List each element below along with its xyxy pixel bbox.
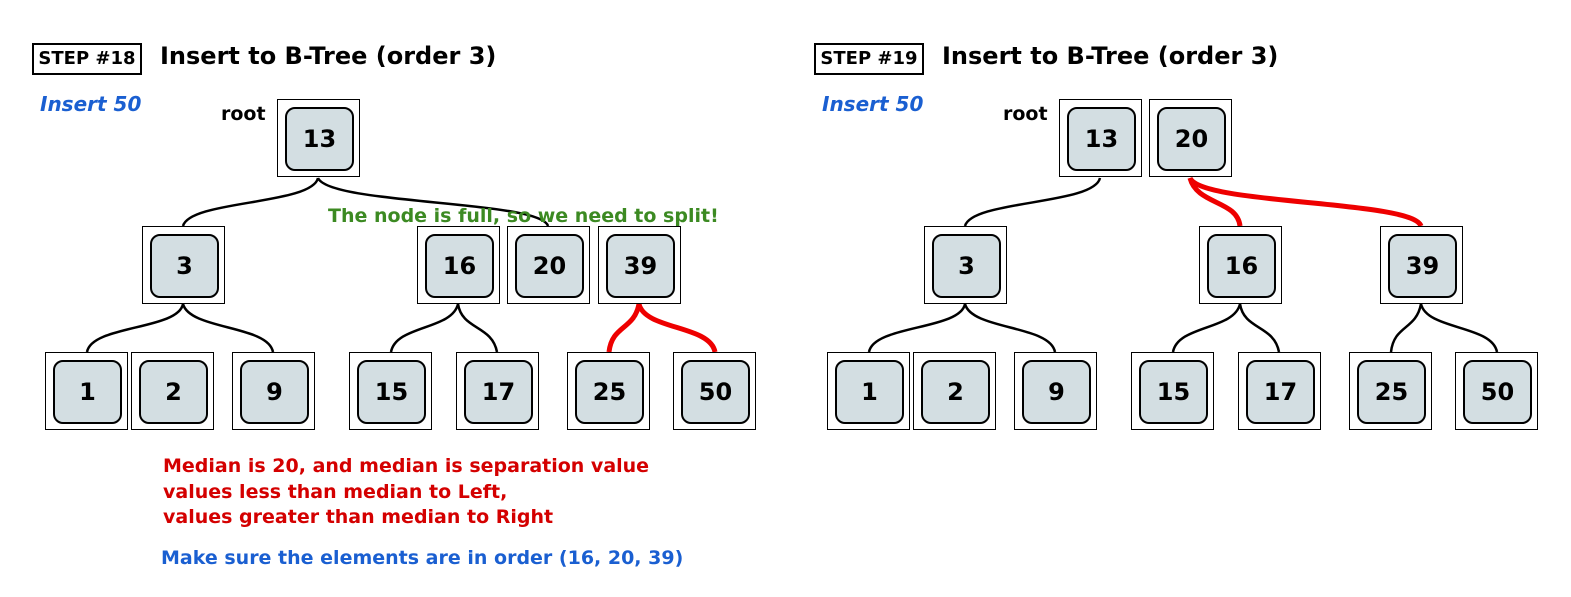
node-key: 39	[606, 234, 675, 298]
node-key: 20	[1157, 107, 1226, 171]
leaf-node: 25	[567, 352, 650, 430]
node-key: 9	[1022, 360, 1091, 424]
leaf-node: 1	[45, 352, 128, 430]
node-key: 2	[139, 360, 208, 424]
edge-3-to-1	[85, 303, 185, 353]
internal-node: 39	[1380, 226, 1463, 304]
panel-step-18: STEP #18 Insert to B-Tree (order 3) Inse…	[0, 0, 785, 597]
order-note: Make sure the elements are in order (16,…	[161, 547, 684, 569]
insert-operation: Insert 50	[40, 92, 142, 116]
edge-16-to-15	[1171, 303, 1242, 353]
node-key: 13	[285, 107, 354, 171]
edge-root-to-3	[181, 177, 320, 227]
edge-20-to-39	[1187, 176, 1424, 228]
edge-3-to-9	[963, 303, 1057, 353]
leaf-node: 15	[1131, 352, 1214, 430]
leaf-node: 15	[349, 352, 432, 430]
edge-13-to-3	[963, 177, 1102, 227]
edge-16-to-17	[1238, 303, 1281, 353]
leaf-node: 25	[1349, 352, 1432, 430]
node-key: 16	[425, 234, 494, 298]
edge-3-to-9	[181, 303, 275, 353]
node-key: 15	[357, 360, 426, 424]
node-key: 13	[1067, 107, 1136, 171]
step-label: STEP #19	[814, 43, 924, 75]
root-node: 13	[277, 99, 360, 177]
root-node: 20	[1149, 99, 1232, 177]
leaf-node: 9	[232, 352, 315, 430]
internal-node: 3	[924, 226, 1007, 304]
node-key: 3	[150, 234, 219, 298]
edge-39-to-50	[636, 303, 718, 353]
edge-16-to-15	[389, 303, 460, 353]
edge-3-to-1	[867, 303, 967, 353]
right-rule-note: values greater than median to Right	[163, 506, 554, 528]
root-node: 13	[1059, 99, 1142, 177]
leaf-node: 2	[913, 352, 996, 430]
internal-node: 16	[417, 226, 500, 304]
node-key: 9	[240, 360, 309, 424]
node-key: 17	[1246, 360, 1315, 424]
edge-20-to-16	[1187, 177, 1243, 227]
node-key: 15	[1139, 360, 1208, 424]
node-key: 50	[1463, 360, 1532, 424]
leaf-node: 2	[131, 352, 214, 430]
tree-edges	[867, 176, 1499, 353]
split-note: The node is full, so we need to split!	[328, 205, 719, 227]
node-key: 39	[1388, 234, 1457, 298]
internal-node: 3	[142, 226, 225, 304]
leaf-node: 17	[456, 352, 539, 430]
node-key: 25	[575, 360, 644, 424]
node-key: 16	[1207, 234, 1276, 298]
step-label: STEP #18	[32, 43, 142, 75]
internal-node: 16	[1199, 226, 1282, 304]
diagram-title: Insert to B-Tree (order 3)	[942, 42, 1279, 70]
leaf-node: 1	[827, 352, 910, 430]
root-label: root	[221, 103, 266, 125]
internal-node: 20	[507, 226, 590, 304]
insert-operation: Insert 50	[822, 92, 924, 116]
left-rule-note: values less than median to Left,	[163, 481, 508, 503]
node-key: 2	[921, 360, 990, 424]
node-key: 20	[515, 234, 584, 298]
node-key: 3	[932, 234, 1001, 298]
tree-edges	[85, 177, 718, 353]
leaf-node: 9	[1014, 352, 1097, 430]
edge-16-to-17	[456, 303, 499, 353]
leaf-node: 50	[1455, 352, 1538, 430]
edge-root-to-20	[316, 177, 550, 227]
node-key: 25	[1357, 360, 1426, 424]
leaf-node: 17	[1238, 352, 1321, 430]
node-key: 1	[53, 360, 122, 424]
node-key: 17	[464, 360, 533, 424]
panel-step-19: STEP #19 Insert to B-Tree (order 3) Inse…	[782, 0, 1567, 597]
root-label: root	[1003, 103, 1048, 125]
leaf-node: 50	[673, 352, 756, 430]
edge-39-to-50	[1419, 303, 1499, 353]
median-note: Median is 20, and median is separation v…	[163, 455, 650, 477]
internal-node: 39	[598, 226, 681, 304]
diagram-title: Insert to B-Tree (order 3)	[160, 42, 497, 70]
edge-39-to-25	[1389, 303, 1423, 353]
node-key: 1	[835, 360, 904, 424]
edge-39-to-25	[606, 303, 642, 353]
node-key: 50	[681, 360, 750, 424]
